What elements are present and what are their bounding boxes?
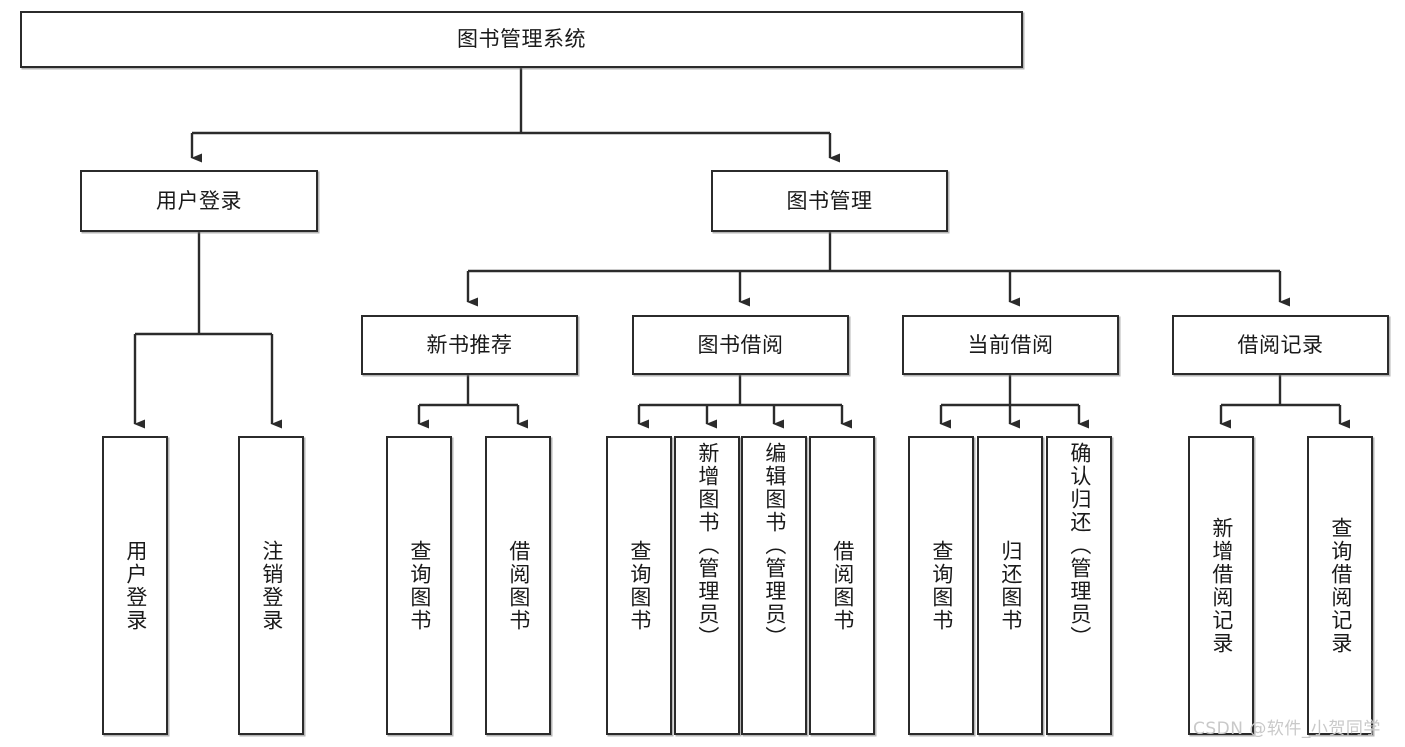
node-root[interactable]: 图书管理系统 [20, 11, 1023, 68]
node-leaf-borrow-book-1[interactable]: 借阅图书 [485, 436, 551, 735]
node-leaf-borrow-book-1-label: 借阅图书 [506, 539, 531, 632]
node-leaf-query-book-3[interactable]: 查询图书 [908, 436, 974, 735]
node-current-borrow-label: 当前借阅 [967, 332, 1054, 357]
node-leaf-query-book-2[interactable]: 查询图书 [606, 436, 672, 735]
node-leaf-query-record[interactable]: 查询借阅记录 [1307, 436, 1373, 735]
node-leaf-add-record-label: 新增借阅记录 [1209, 516, 1234, 655]
node-leaf-query-book-3-label: 查询图书 [929, 539, 954, 632]
node-leaf-confirm-return[interactable]: 确认归还（管理员） [1046, 436, 1112, 735]
node-book-manage[interactable]: 图书管理 [711, 170, 948, 232]
node-book-borrow-label: 图书借阅 [697, 332, 784, 357]
node-leaf-return-book-label: 归还图书 [998, 539, 1023, 632]
node-leaf-edit-book-label: 编辑图书（管理员） [762, 442, 787, 649]
node-leaf-edit-book[interactable]: 编辑图书（管理员） [741, 436, 807, 735]
node-borrow-record-label: 借阅记录 [1237, 332, 1324, 357]
node-leaf-query-book-2-label: 查询图书 [627, 539, 652, 632]
node-new-book-recommend-label: 新书推荐 [426, 332, 513, 357]
node-book-manage-label: 图书管理 [786, 188, 873, 213]
node-leaf-user-login-label: 用户登录 [123, 539, 148, 632]
node-leaf-return-book[interactable]: 归还图书 [977, 436, 1043, 735]
node-leaf-query-book-1-label: 查询图书 [407, 539, 432, 632]
node-borrow-record[interactable]: 借阅记录 [1172, 315, 1389, 375]
node-root-label: 图书管理系统 [457, 27, 586, 52]
node-leaf-add-book[interactable]: 新增图书（管理员） [674, 436, 740, 735]
node-leaf-borrow-book-2[interactable]: 借阅图书 [809, 436, 875, 735]
node-leaf-user-logout[interactable]: 注销登录 [238, 436, 304, 735]
node-book-borrow[interactable]: 图书借阅 [632, 315, 849, 375]
node-leaf-confirm-return-label: 确认归还（管理员） [1067, 442, 1092, 649]
csdn-watermark: CSDN @软件_小贺同学 [1193, 719, 1381, 739]
node-new-book-recommend[interactable]: 新书推荐 [361, 315, 578, 375]
node-user-login[interactable]: 用户登录 [80, 170, 318, 232]
node-user-login-label: 用户登录 [156, 188, 242, 213]
node-leaf-query-book-1[interactable]: 查询图书 [386, 436, 452, 735]
node-leaf-add-book-label: 新增图书（管理员） [695, 442, 720, 649]
node-leaf-query-record-label: 查询借阅记录 [1328, 516, 1353, 655]
node-leaf-borrow-book-2-label: 借阅图书 [830, 539, 855, 632]
node-current-borrow[interactable]: 当前借阅 [902, 315, 1119, 375]
node-leaf-user-login[interactable]: 用户登录 [102, 436, 168, 735]
node-leaf-add-record[interactable]: 新增借阅记录 [1188, 436, 1254, 735]
node-leaf-user-logout-label: 注销登录 [259, 539, 284, 632]
